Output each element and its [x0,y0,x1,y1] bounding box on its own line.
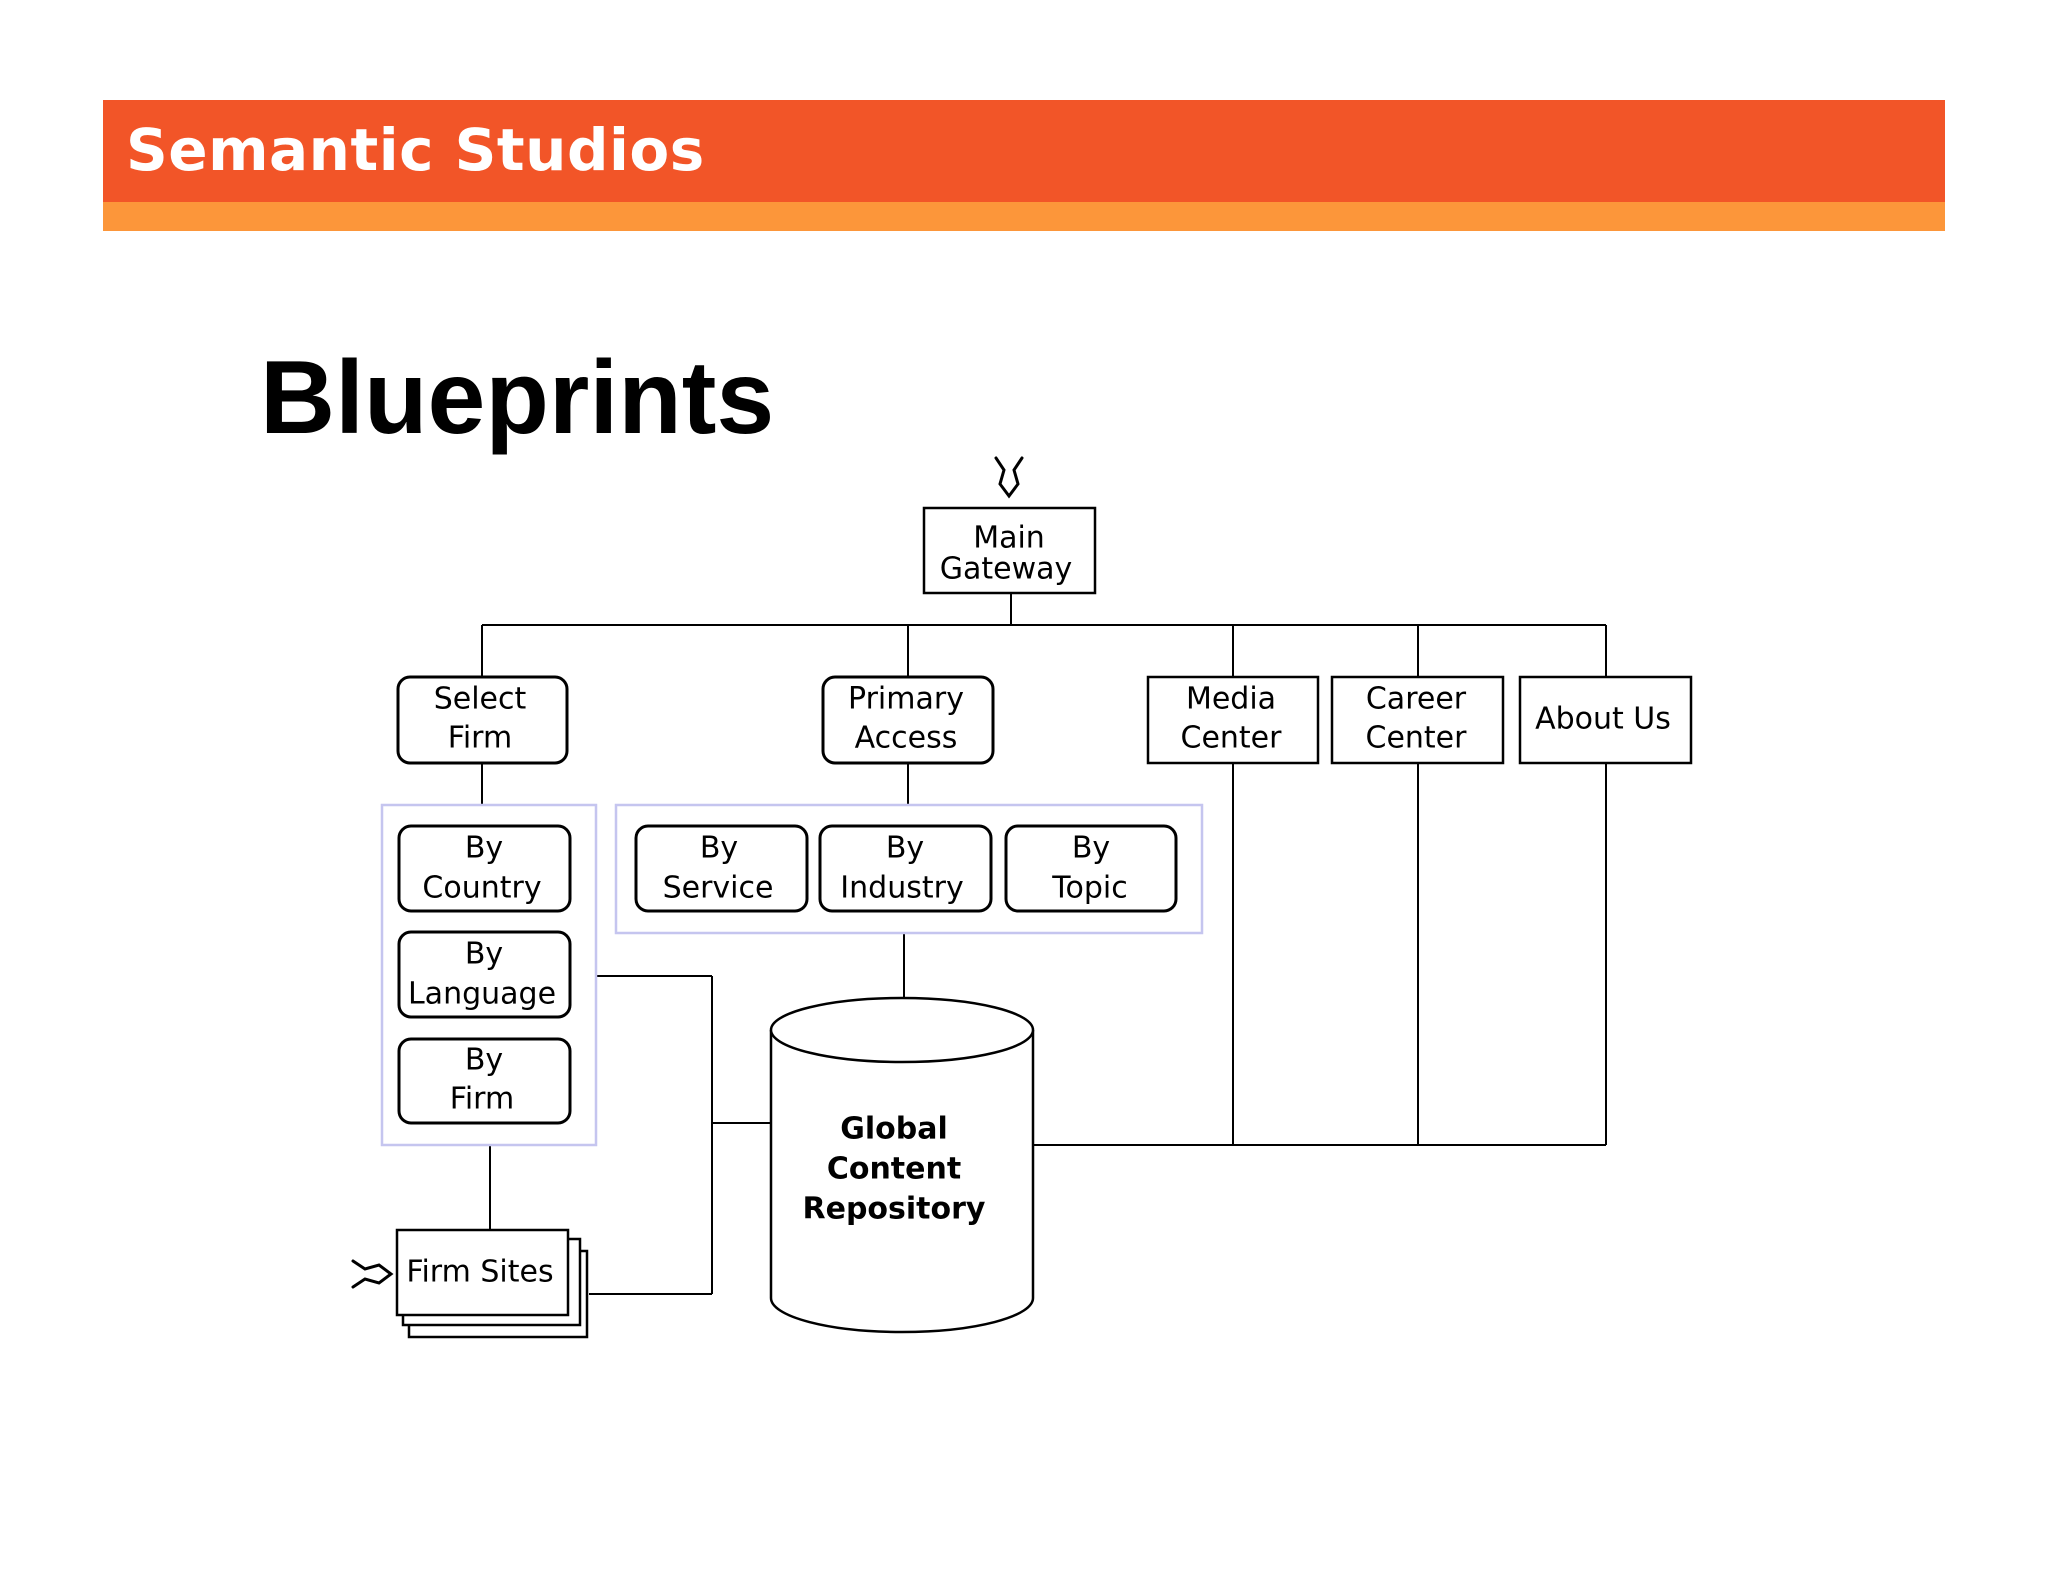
node-by-industry: By Industry [818,824,993,913]
node-label: Center [1366,721,1468,756]
node-by-firm: By Firm [397,1037,572,1125]
node-about-us: About Us [1518,675,1693,765]
connector-lines [481,593,1607,1295]
node-label: Career [1366,682,1467,717]
node-label: Topic [1051,871,1127,906]
node-label: By [1072,831,1110,866]
node-label: Primary [848,682,964,717]
node-label: By [465,831,503,866]
node-by-service: By Service [634,824,809,913]
node-firm-sites: Firm Sites [395,1228,589,1339]
node-label: By [700,831,738,866]
node-label: Global [840,1112,948,1147]
node-label: Firm [450,1082,514,1117]
header-accent-stripe [103,202,1945,231]
node-label: Firm Sites [406,1255,553,1290]
group-outline-select-firm [380,803,598,1147]
node-label: Repository [803,1192,986,1227]
slide-title: Blueprints [260,340,775,456]
node-label: Select [434,682,527,717]
node-label: Gateway [940,552,1073,587]
node-label: Content [827,1152,961,1187]
header-bar [103,100,1945,202]
node-label: Language [408,977,556,1012]
node-label: Industry [840,871,963,906]
node-label: Center [1181,721,1283,756]
node-label: By [465,1043,503,1078]
node-label: Country [422,871,541,906]
node-label: Service [663,871,774,906]
node-label: About Us [1535,702,1671,737]
node-main-gateway: Main Gateway [922,506,1097,595]
entry-arrow-left-icon [351,1259,394,1289]
node-media-center: Media Center [1146,675,1320,765]
node-by-country: By Country [397,824,572,913]
node-by-language: By Language [397,930,572,1019]
node-label: Media [1186,682,1276,717]
node-career-center: Career Center [1330,675,1505,765]
node-primary-access: Primary Access [821,675,995,765]
node-label: By [886,831,924,866]
node-select-firm: Select Firm [396,675,569,765]
node-label: Firm [448,721,512,756]
group-outline-primary-access [614,803,1204,935]
node-label: By [465,937,503,972]
entry-arrow-top-icon [994,456,1024,499]
node-global-content-repository: Global Content Repository [769,996,1035,1334]
node-by-topic: By Topic [1004,824,1178,913]
node-label: Access [855,721,958,756]
brand-name: Semantic Studios [126,116,705,184]
node-label: Main [973,521,1045,556]
